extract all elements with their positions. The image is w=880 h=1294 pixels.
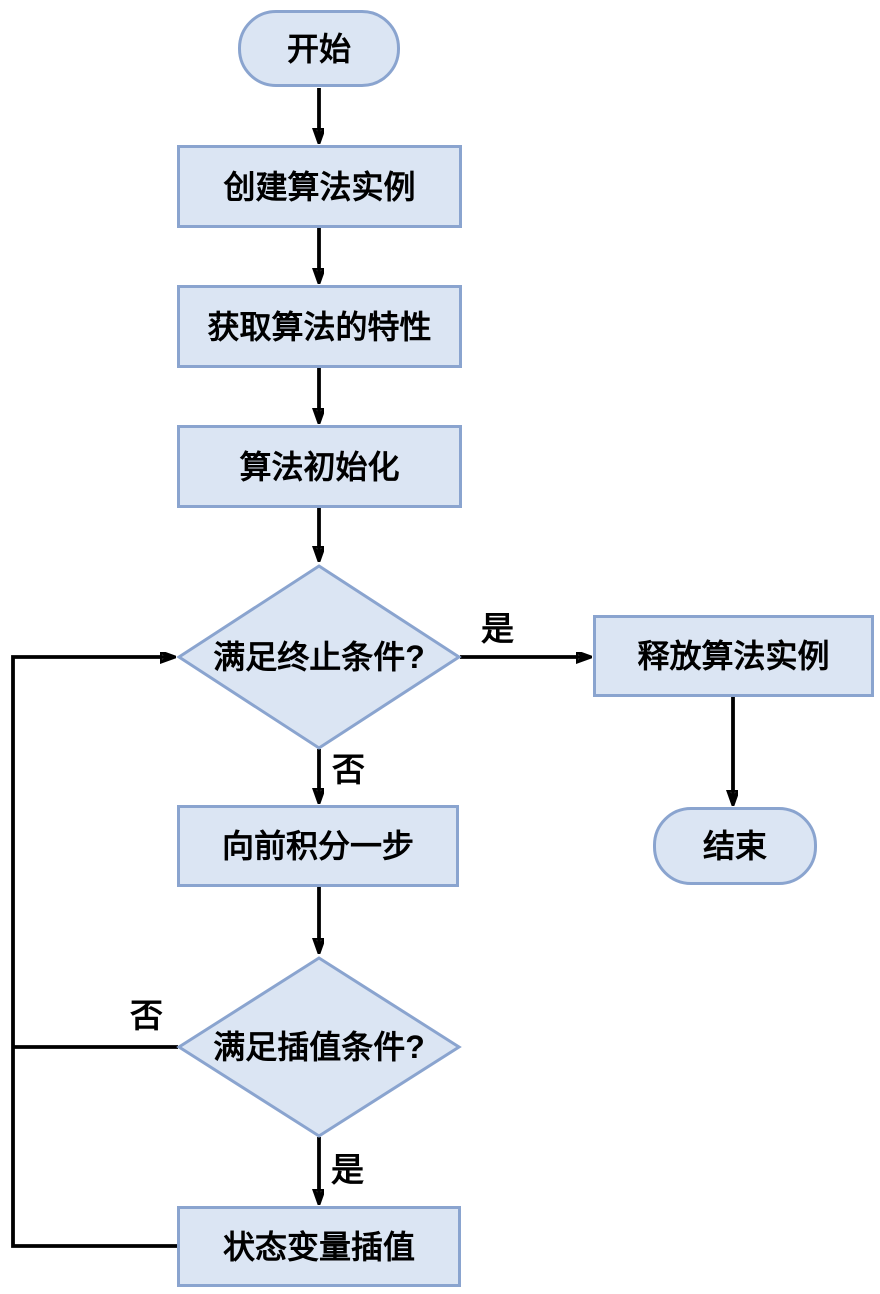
node-interpolate-state: 状态变量插值 <box>177 1206 461 1287</box>
edge-label-no-interpolation: 否 <box>130 997 163 1034</box>
node-interpolation-decision: 满足插值条件? <box>176 955 462 1139</box>
edge-label-yes-interpolation: 是 <box>331 1151 364 1188</box>
decision-diamond-shape <box>176 956 462 1138</box>
decision-diamond-shape <box>176 564 462 750</box>
node-release-instance: 释放算法实例 <box>593 615 874 697</box>
node-init-label: 算法初始化 <box>239 448 400 485</box>
node-release-instance-label: 释放算法实例 <box>637 638 830 674</box>
node-create-instance-label: 创建算法实例 <box>223 168 416 205</box>
node-termination-decision-label: 满足终止条件? <box>213 639 425 675</box>
node-interpolate-state-label: 状态变量插值 <box>222 1228 415 1265</box>
node-end-label: 结束 <box>702 828 767 864</box>
node-create-instance: 创建算法实例 <box>177 145 462 228</box>
node-start: 开始 <box>238 10 400 87</box>
node-interpolation-decision-label: 满足插值条件? <box>213 1029 425 1065</box>
node-step-forward-label: 向前积分一步 <box>221 828 414 864</box>
edge-label-no-termination: 否 <box>332 751 365 788</box>
node-get-traits: 获取算法的特性 <box>177 285 462 368</box>
edge-interp-loopback <box>11 657 177 1248</box>
node-get-traits-label: 获取算法的特性 <box>207 308 432 345</box>
node-init: 算法初始化 <box>177 425 462 508</box>
edge-label-yes-termination: 是 <box>481 610 514 647</box>
node-start-label: 开始 <box>286 30 351 67</box>
node-step-forward: 向前积分一步 <box>177 805 459 887</box>
node-termination-decision: 满足终止条件? <box>176 563 462 751</box>
node-end: 结束 <box>653 807 817 885</box>
